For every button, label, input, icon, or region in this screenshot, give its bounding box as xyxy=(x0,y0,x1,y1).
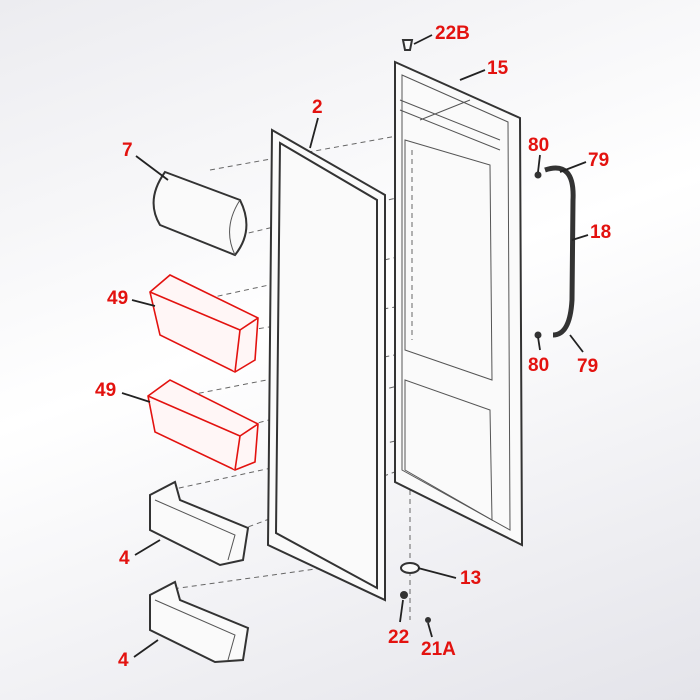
label-2: 2 xyxy=(312,97,323,118)
label-4-upper: 4 xyxy=(119,548,130,569)
hinge-13 xyxy=(400,562,420,574)
door-bin-49-upper[interactable] xyxy=(149,274,259,373)
screw-80-top xyxy=(534,171,542,179)
cap-22b xyxy=(401,39,414,51)
screw-80-bottom xyxy=(534,331,542,339)
door-bin-4-upper[interactable] xyxy=(149,480,250,567)
label-21a: 21A xyxy=(421,639,456,660)
screw-21a xyxy=(425,617,431,623)
door-handle-18[interactable] xyxy=(534,165,576,339)
label-22b: 22B xyxy=(435,23,470,44)
door-panel-15[interactable] xyxy=(394,60,524,547)
label-18: 18 xyxy=(590,222,611,243)
label-49-upper: 49 xyxy=(107,288,128,309)
door-gasket-2[interactable] xyxy=(266,128,386,602)
label-13: 13 xyxy=(460,568,481,589)
door-bin-49-lower[interactable] xyxy=(147,379,259,471)
label-80-bottom: 80 xyxy=(528,355,549,376)
small-parts xyxy=(400,39,431,623)
label-80-top: 80 xyxy=(528,135,549,156)
dairy-cover-7[interactable] xyxy=(152,170,248,257)
bushing-22 xyxy=(400,591,408,599)
label-15: 15 xyxy=(487,58,509,79)
label-49-lower: 49 xyxy=(95,380,116,401)
door-bin-4-lower[interactable] xyxy=(149,580,250,664)
label-22: 22 xyxy=(388,627,409,648)
leader-lines xyxy=(121,34,589,658)
label-79-top: 79 xyxy=(588,150,609,171)
label-4-lower: 4 xyxy=(118,650,129,671)
label-7: 7 xyxy=(122,140,133,161)
label-79-bottom: 79 xyxy=(577,356,598,377)
